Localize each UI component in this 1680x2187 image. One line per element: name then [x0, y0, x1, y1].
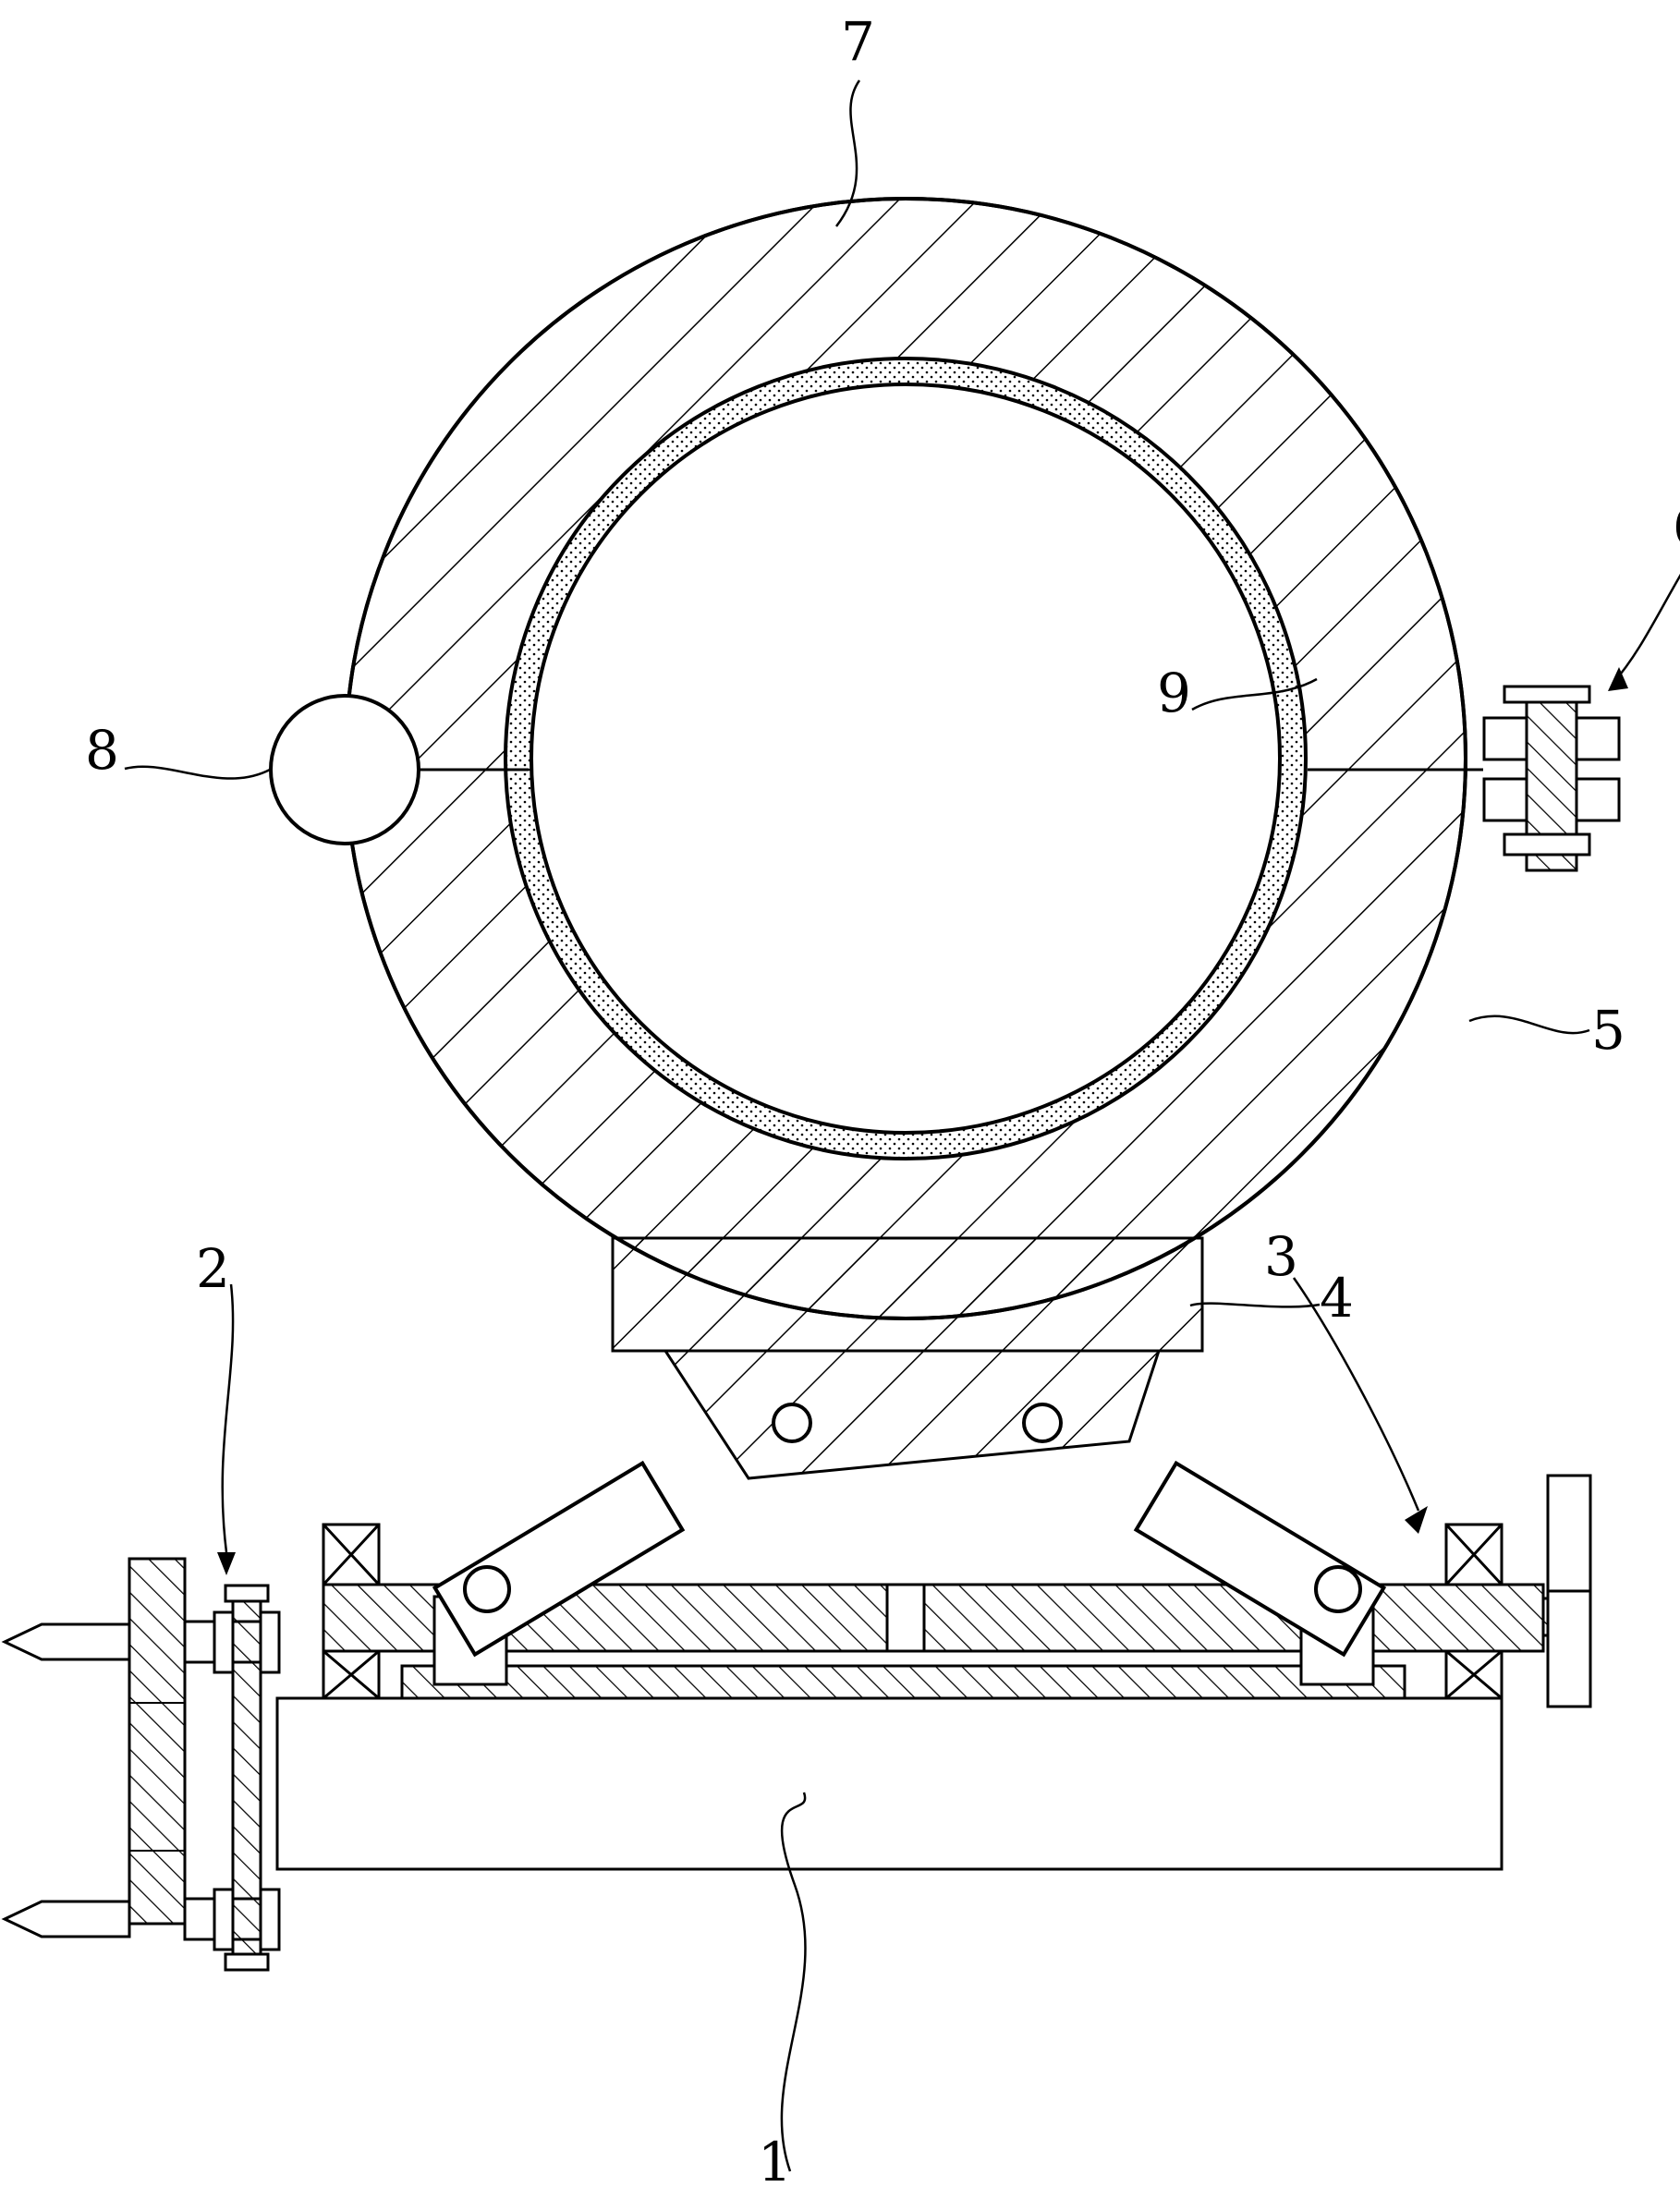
arrow-6 [1608, 667, 1628, 691]
label-9: 9 [1157, 662, 1191, 724]
arrow-3 [1405, 1506, 1428, 1534]
linkage-arms [432, 1403, 1387, 1658]
label-1: 1 [758, 2131, 792, 2187]
bolt-assembly [1482, 685, 1621, 872]
bearing-blocks [322, 1523, 1503, 1700]
slide-plate [400, 1664, 1406, 1700]
label-2: 2 [196, 1237, 230, 1300]
label-5: 5 [1591, 999, 1625, 1062]
label-4: 4 [1320, 1267, 1354, 1330]
label-3: 3 [1264, 1225, 1298, 1288]
handwheel [1541, 1474, 1592, 1708]
label-6: 6 [1673, 495, 1680, 558]
base-body [275, 1696, 1503, 1871]
label-8: 8 [85, 719, 119, 782]
hinge-circle [269, 694, 420, 845]
leader-lines [124, 79, 1680, 2172]
label-7: 7 [841, 10, 875, 73]
inner-liner [504, 357, 1308, 1160]
left-clamp [1, 1557, 281, 1972]
arrow-2 [217, 1552, 236, 1575]
